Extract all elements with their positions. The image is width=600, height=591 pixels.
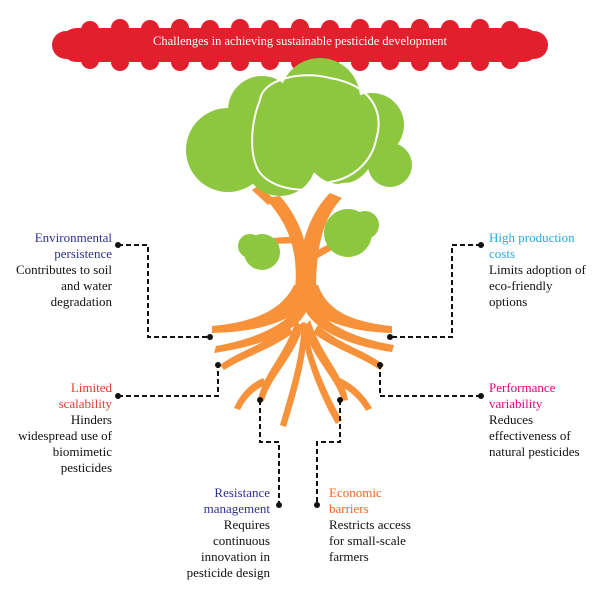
label-limited: Limited scalability Hinders widespread u…: [0, 380, 112, 476]
heading-environmental-line1: Environmental: [34, 230, 112, 245]
heading-high-cost-line1: High production: [489, 230, 575, 245]
heading-economic-line2: barriers: [329, 501, 369, 516]
connectors: [118, 244, 481, 505]
tree-canopy: [186, 58, 412, 270]
heading-limited-line2: scalability: [58, 396, 112, 411]
title-banner: [52, 19, 548, 71]
heading-high-cost-line2: costs: [489, 246, 515, 261]
label-economic: Economic barriers Restricts access for s…: [329, 485, 459, 565]
heading-resistance-line1: Resistance: [214, 485, 270, 500]
description-economic-line3: farmers: [329, 549, 369, 564]
description-resistance-line3: innovation in: [201, 549, 270, 564]
description-performance-line2: effectiveness of: [489, 428, 571, 443]
diagram-title: Challenges in achieving sustainable pest…: [152, 34, 447, 48]
heading-resistance-line2: management: [203, 501, 270, 516]
connector-environmental: [118, 244, 210, 338]
connector-high-cost: [390, 244, 481, 338]
description-resistance-line4: pesticide design: [186, 565, 270, 580]
label-resistance: Resistance management Requires continuou…: [140, 485, 270, 581]
label-high-cost: High production costs Limits adoption of…: [489, 230, 600, 310]
connector-performance: [379, 365, 481, 397]
description-high-cost-line2: eco-friendly: [489, 278, 553, 293]
description-resistance-line2: continuous: [212, 533, 270, 548]
description-limited-line3: biomimetic: [52, 444, 112, 459]
canopy-outlines: [251, 74, 380, 201]
connector-resistance: [259, 400, 280, 505]
description-resistance-line1: Requires: [223, 517, 270, 532]
description-performance-line1: Reduces: [489, 412, 534, 427]
heading-environmental-line2: persistence: [54, 246, 112, 261]
description-high-cost-line1: Limits adoption of: [489, 262, 586, 277]
heading-performance-line2: variability: [489, 396, 543, 411]
description-high-cost-line3: options: [489, 294, 528, 309]
heading-economic-line1: Economic: [329, 485, 382, 500]
connector-dots: [115, 242, 484, 508]
description-limited-line4: pesticides: [60, 460, 112, 475]
heading-performance-line1: Performance: [489, 380, 556, 395]
description-environmental-line1: Contributes to soil: [15, 262, 112, 277]
description-environmental-line2: and water: [61, 278, 112, 293]
description-economic-line2: for small-scale: [329, 533, 406, 548]
description-limited-line1: Hinders: [70, 412, 112, 427]
description-environmental-line3: degradation: [50, 294, 112, 309]
label-environmental: Environmental persistence Contributes to…: [0, 230, 112, 310]
heading-limited-line1: Limited: [70, 380, 112, 395]
tree-trunk-roots: [212, 186, 394, 427]
description-performance-line3: natural pesticides: [489, 444, 580, 459]
connector-economic: [316, 400, 341, 505]
description-economic-line1: Restricts access: [329, 517, 411, 532]
connector-limited: [118, 365, 219, 397]
description-limited-line2: widespread use of: [18, 428, 112, 443]
label-performance: Performance variability Reduces effectiv…: [489, 380, 600, 460]
